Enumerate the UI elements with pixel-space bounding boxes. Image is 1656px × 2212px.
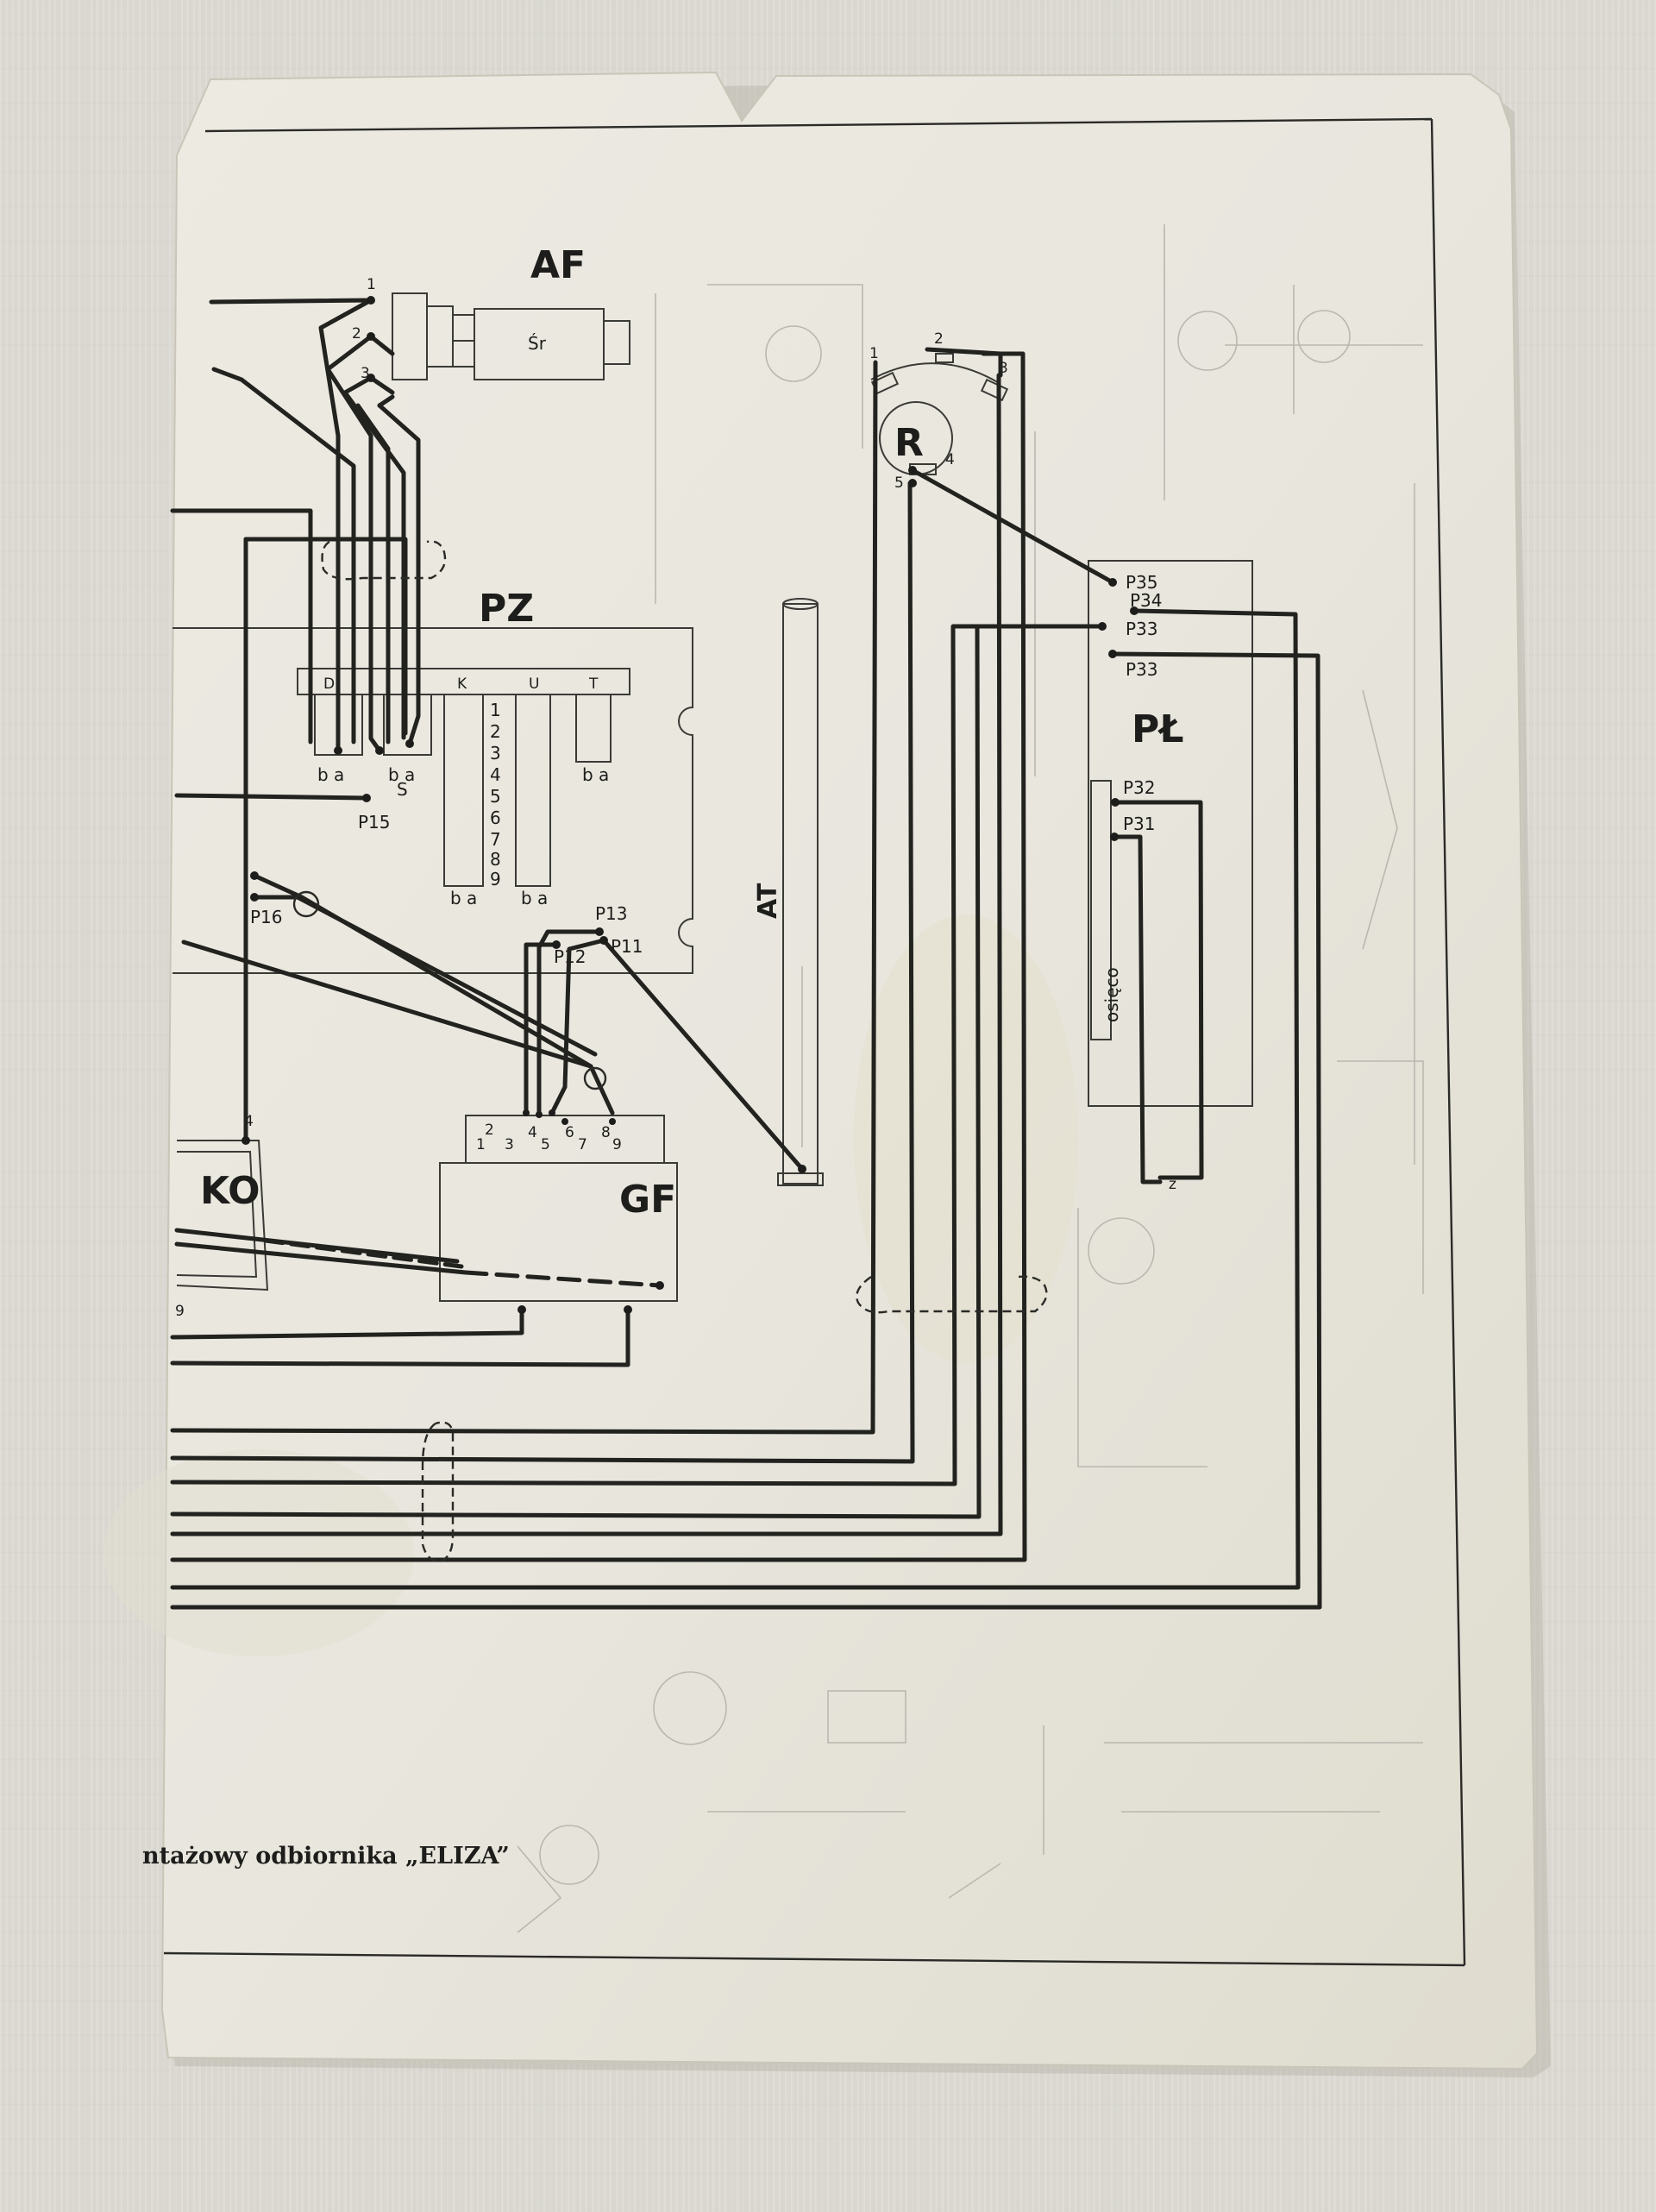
ko-pin-9: 9	[175, 1303, 185, 1320]
pl-z-label: z	[1169, 1176, 1176, 1193]
af-pin-1: 1	[367, 276, 376, 293]
af-inner-label: Śr	[528, 333, 547, 354]
frame-right	[1430, 118, 1466, 1966]
osieco-label: osięco	[1101, 967, 1122, 1022]
point-p33a: P33	[1126, 619, 1158, 639]
pl-board	[1088, 560, 1253, 1107]
paper-sheet	[160, 71, 1539, 2071]
pz-section-k: K	[457, 676, 467, 693]
at-antenna	[777, 598, 824, 1186]
gf-pin-4: 4	[528, 1124, 537, 1141]
point-p33b: P33	[1126, 659, 1158, 680]
pz-ba-4: b a	[450, 888, 477, 908]
pz-ba-1: b a	[317, 764, 344, 785]
pz-ba-3: b a	[582, 764, 609, 785]
document-caption: ntażowy odbiornika „ELIZA”	[142, 1843, 510, 1870]
pz-section-d: D	[323, 676, 335, 693]
af-pin-3: 3	[361, 365, 370, 382]
pz-section-t: T	[588, 676, 599, 693]
pz-num-8: 8	[490, 849, 501, 870]
gf-pin-7: 7	[578, 1136, 587, 1153]
gf-pin-1: 1	[476, 1136, 486, 1153]
gf-pin-5: 5	[541, 1136, 550, 1153]
ko-label: KO	[200, 1169, 260, 1213]
point-p35: P35	[1126, 572, 1158, 593]
pz-num-3: 3	[490, 743, 501, 764]
gf-coil	[439, 1115, 678, 1302]
pz-ba-5: b a	[521, 888, 548, 908]
pz-num-1: 1	[490, 700, 501, 720]
pz-num-6: 6	[490, 808, 501, 828]
pz-section-u: U	[529, 676, 539, 693]
r-pin-5: 5	[894, 474, 904, 492]
r-pin-4: 4	[945, 451, 955, 468]
gf-pin-6: 6	[565, 1124, 574, 1141]
gf-pin-9: 9	[612, 1136, 622, 1153]
point-p32: P32	[1123, 777, 1156, 798]
ko-pin-4: 4	[244, 1113, 254, 1130]
frame-bottom	[163, 1951, 1465, 1967]
cable-clamps	[292, 540, 1048, 1563]
gf-pin-8: 8	[601, 1124, 611, 1141]
gf-pin-2: 2	[485, 1122, 494, 1139]
af-jack	[392, 292, 630, 380]
pz-label: PZ	[479, 587, 534, 631]
r-label: R	[894, 421, 924, 465]
pz-num-9: 9	[490, 869, 501, 889]
ko-coil	[176, 1140, 269, 1291]
pl-label: PŁ	[1132, 707, 1184, 751]
pz-num-4: 4	[490, 764, 501, 785]
af-label: AF	[530, 243, 586, 287]
show-through-lines	[517, 224, 1424, 1933]
r-pin-1: 1	[869, 345, 879, 362]
connection-dots	[242, 296, 1138, 1314]
gf-pin-3: 3	[505, 1136, 514, 1153]
pz-num-5: 5	[490, 786, 501, 807]
frame-top	[204, 117, 1433, 133]
r-pin-3: 3	[999, 360, 1008, 377]
pz-num-2: 2	[490, 721, 501, 742]
r-pin-2: 2	[934, 330, 944, 348]
at-label: AT	[753, 883, 783, 919]
pz-num-7: 7	[490, 829, 501, 850]
gf-label: GF	[619, 1178, 676, 1222]
wiring-harness	[170, 298, 1322, 1610]
pz-ba-2: b a	[388, 764, 415, 785]
point-p13: P13	[595, 903, 628, 924]
pz-s-label: S	[397, 779, 408, 800]
point-p15: P15	[358, 812, 391, 833]
af-pin-2: 2	[352, 325, 361, 342]
point-p31: P31	[1123, 814, 1156, 834]
point-p16: P16	[250, 907, 283, 927]
